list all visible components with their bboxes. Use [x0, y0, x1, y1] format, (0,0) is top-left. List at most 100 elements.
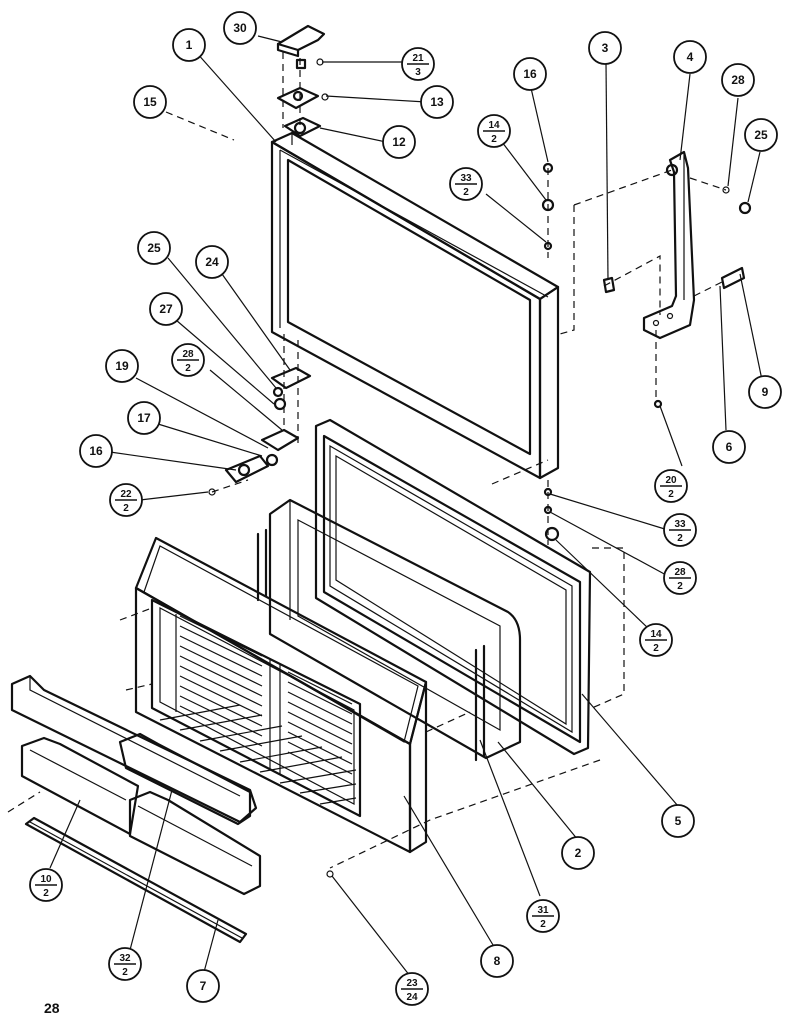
callout-circle [137, 231, 171, 265]
callout-25b: 25 [137, 231, 171, 265]
callout-part-number: 28 [182, 349, 194, 360]
shelf-guide-line [7, 791, 41, 813]
callout-circle [744, 118, 778, 152]
callout-part-number: 21 [412, 53, 424, 64]
callout-circle [195, 245, 229, 279]
door-shelf-frame-part-8 [119, 536, 428, 854]
callout-part-number: 3 [602, 41, 609, 55]
callout-quantity: 2 [491, 134, 497, 145]
callout-part-number: 16 [523, 67, 537, 81]
callout-quantity: 2 [540, 919, 546, 930]
callout-quantity: 2 [122, 967, 128, 978]
callout-quantity: 2 [653, 643, 659, 654]
callout-part-number: 12 [392, 135, 406, 149]
callout-15: 15 [133, 85, 167, 119]
callout-part-number: 13 [430, 95, 444, 109]
callout-part-number: 24 [205, 255, 219, 269]
callout-part-number: 28 [674, 567, 686, 578]
callout-circle [105, 349, 139, 383]
callout-28a: 28 [721, 63, 755, 97]
callout-14-2b: 142 [639, 623, 673, 657]
callout-bubbles: 3012131312151614233234282525242728219171… [29, 11, 782, 1006]
callout-quantity: 2 [185, 363, 191, 374]
callout-10-2: 102 [29, 868, 63, 902]
callout-circle [661, 804, 695, 838]
callout-circle [721, 63, 755, 97]
callout-7: 7 [186, 969, 220, 1003]
callout-21-3: 213 [401, 47, 435, 81]
frame-fasteners-right [491, 162, 560, 545]
callout-5: 5 [661, 804, 695, 838]
callout-part-number: 7 [200, 979, 207, 993]
callout-circle [420, 85, 454, 119]
callout-part-number: 14 [650, 629, 662, 640]
callout-part-number: 22 [120, 489, 132, 500]
callout-2: 2 [561, 836, 595, 870]
assembly-guide-lines [326, 547, 625, 878]
callout-12: 12 [382, 125, 416, 159]
callout-part-number: 25 [147, 241, 161, 255]
door-shelf-upper [10, 674, 258, 824]
door-gasket-part-5 [314, 418, 592, 756]
shelf-bottom-slats [159, 704, 357, 805]
callout-part-number: 16 [89, 444, 103, 458]
callout-16a: 16 [513, 57, 547, 91]
callout-circle [748, 375, 782, 409]
top-hinge-assembly [276, 24, 329, 138]
callout-14-2a: 142 [477, 114, 511, 148]
callout-3: 3 [588, 31, 622, 65]
callout-part-number: 15 [143, 95, 157, 109]
callout-quantity: 2 [668, 489, 674, 500]
callout-24: 24 [195, 245, 229, 279]
callout-part-number: 2 [575, 846, 582, 860]
trim-strip-part-7 [24, 816, 248, 944]
callout-part-number: 8 [494, 954, 501, 968]
callout-quantity: 3 [415, 67, 421, 78]
callout-circle [673, 40, 707, 74]
callout-part-number: 28 [731, 73, 745, 87]
callout-22-2: 222 [109, 483, 143, 517]
callout-part-number: 30 [233, 21, 247, 35]
shelf-grille [175, 614, 353, 785]
callout-33-2b: 332 [663, 513, 697, 547]
callout-27: 27 [149, 292, 183, 326]
callout-part-number: 23 [406, 978, 418, 989]
callout-part-number: 25 [754, 128, 768, 142]
callout-circle [513, 57, 547, 91]
callout-19: 19 [105, 349, 139, 383]
callout-part-number: 10 [40, 874, 52, 885]
callout-30: 30 [223, 11, 257, 45]
callout-circle [712, 430, 746, 464]
callout-circle [588, 31, 622, 65]
callout-9: 9 [748, 375, 782, 409]
callout-32-2: 322 [108, 947, 142, 981]
callout-quantity: 24 [406, 992, 418, 1003]
callout-circle [480, 944, 514, 978]
callout-part-number: 6 [726, 440, 733, 454]
callout-circle [127, 401, 161, 435]
callout-part-number: 31 [537, 905, 549, 916]
callout-part-number: 19 [115, 359, 129, 373]
callout-part-number: 20 [665, 475, 677, 486]
callout-17: 17 [127, 401, 161, 435]
callout-28-2b: 282 [663, 561, 697, 595]
callout-circle [223, 11, 257, 45]
callout-25a: 25 [744, 118, 778, 152]
callout-quantity: 2 [463, 187, 469, 198]
callout-1: 1 [172, 28, 206, 62]
bottom-hinge-assembly [208, 334, 312, 496]
callout-13: 13 [420, 85, 454, 119]
callout-28-2a: 282 [171, 343, 205, 377]
callout-6: 6 [712, 430, 746, 464]
callout-circle [133, 85, 167, 119]
callout-part-number: 5 [675, 814, 682, 828]
callout-circle [561, 836, 595, 870]
callout-quantity: 2 [677, 533, 683, 544]
callout-quantity: 2 [123, 503, 129, 514]
callout-circle [382, 125, 416, 159]
callout-circle [186, 969, 220, 1003]
callout-part-number: 4 [687, 50, 694, 64]
